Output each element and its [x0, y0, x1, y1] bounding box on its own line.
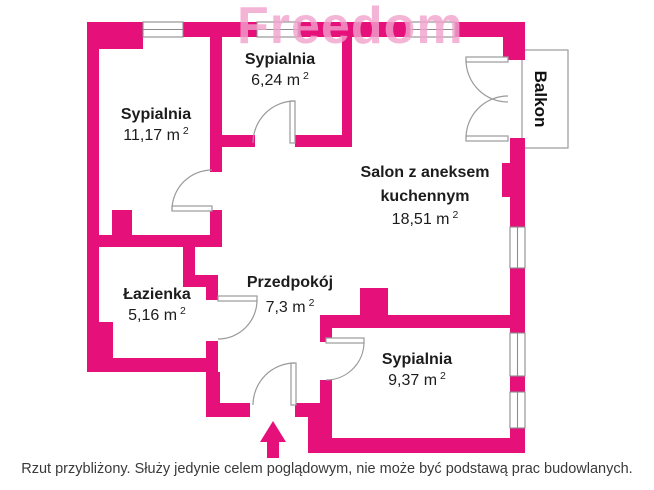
- wall-segment: [510, 376, 525, 392]
- room-name: Łazienka: [123, 286, 191, 303]
- area-superscript: 2: [308, 297, 315, 309]
- room-label-balcony: Balkon: [531, 70, 550, 128]
- area-superscript: 2: [303, 70, 309, 82]
- area-value: 6,24 m: [251, 72, 301, 89]
- area-superscript: 2: [182, 125, 189, 137]
- wall-segment: [222, 135, 255, 147]
- door-bedroom2: [252, 100, 296, 144]
- kitchen-wall-stub: [360, 288, 388, 315]
- room-name: Przedpokój: [246, 274, 334, 291]
- wall-corner: [87, 322, 113, 372]
- wall-segment: [320, 315, 510, 328]
- wall-segment: [183, 247, 195, 275]
- wall-segment: [298, 22, 410, 37]
- wall-segment: [87, 22, 143, 37]
- wall-corner: [503, 22, 525, 60]
- room-name: Sypialnia: [381, 351, 453, 368]
- wall-segment: [183, 275, 218, 287]
- room-name: Salon z aneksem: [360, 164, 490, 181]
- window: [142, 21, 184, 38]
- area-value: 5,16 m: [128, 307, 178, 324]
- wall-segment: [510, 268, 525, 333]
- walls: [87, 22, 525, 458]
- wall-segment: [99, 235, 222, 247]
- door-balcony-french: [465, 56, 509, 142]
- area-value: 18,51 m: [391, 211, 450, 228]
- doors: [171, 56, 509, 406]
- window: [409, 21, 456, 38]
- door-entrance: [252, 362, 297, 406]
- wall-pillar: [502, 163, 511, 197]
- window: [256, 21, 299, 38]
- watermark-text: Freedom: [237, 0, 464, 55]
- balcony-outline: [521, 49, 569, 149]
- wall-segment: [206, 403, 250, 417]
- area-superscript: 2: [180, 305, 186, 317]
- door-bathroom: [217, 295, 258, 340]
- room-name: kuchennym: [380, 188, 470, 205]
- wall-segment: [87, 358, 218, 372]
- wall-segment: [210, 37, 222, 147]
- wall-segment: [510, 138, 525, 227]
- wall-pillar: [99, 37, 143, 49]
- wall-segment: [183, 22, 257, 37]
- wall-corner: [510, 428, 525, 453]
- wall-segment: [210, 210, 222, 237]
- wall-segment: [342, 37, 352, 145]
- area-value: 11,17 m: [123, 127, 180, 144]
- room-name: Sypialnia: [244, 51, 316, 68]
- door-bedroom1: [171, 169, 213, 212]
- wall-segment: [295, 135, 352, 147]
- window: [509, 226, 526, 269]
- wall-segment: [320, 380, 332, 438]
- window: [509, 332, 526, 377]
- area-superscript: 2: [440, 370, 446, 382]
- windows: [142, 21, 526, 429]
- door-bedroom3: [325, 337, 365, 381]
- window: [509, 391, 526, 429]
- area-superscript: 2: [452, 209, 459, 221]
- room-name: Sypialnia: [120, 106, 192, 123]
- wall-segment: [206, 287, 218, 300]
- wall-segment: [87, 22, 99, 372]
- wall-segment: [210, 147, 222, 172]
- entrance-arrow-icon: [260, 421, 286, 458]
- wall-segment: [308, 438, 525, 453]
- area-value: 9,37 m: [388, 372, 438, 389]
- disclaimer-text: Rzut przybliżony. Służy jedynie celem po…: [21, 461, 633, 477]
- area-value: 7,3 m: [265, 299, 306, 316]
